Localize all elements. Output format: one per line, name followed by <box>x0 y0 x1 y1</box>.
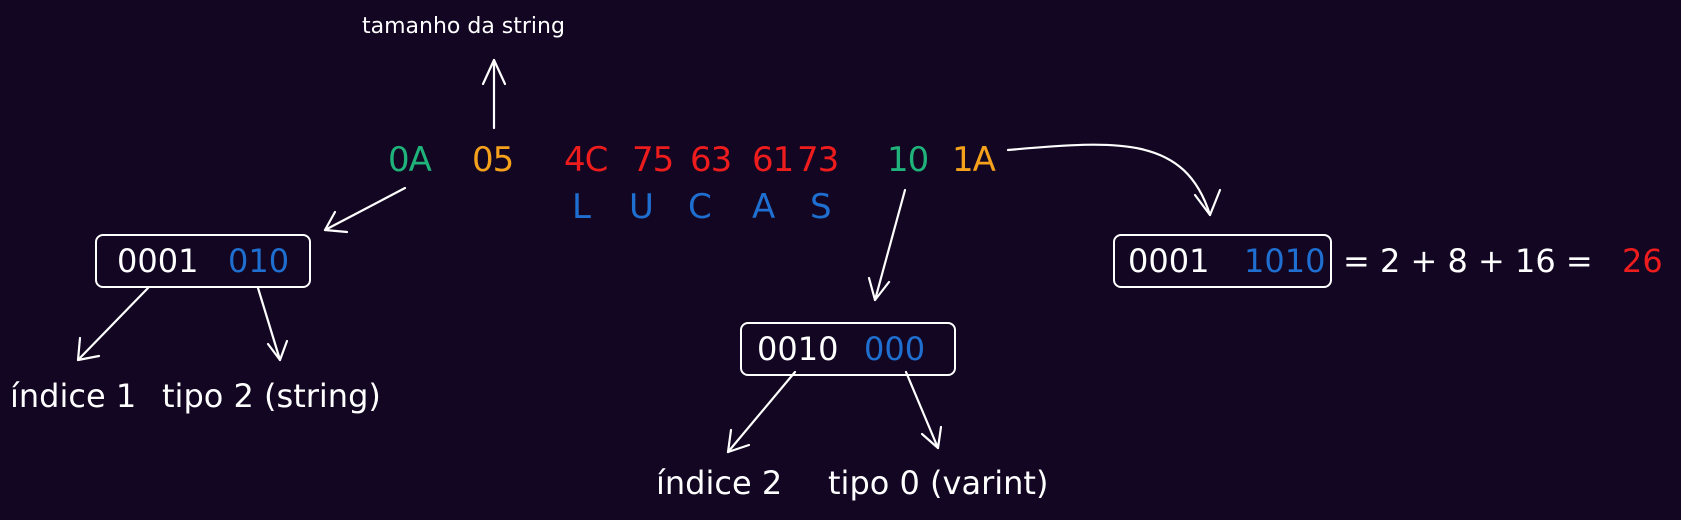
hex-byte: 05 <box>472 140 514 180</box>
type-bits: 010 <box>228 242 290 280</box>
bits-box-length <box>1113 234 1332 288</box>
bits-box-field1 <box>95 234 311 288</box>
length-result: 26 <box>1622 242 1663 280</box>
arrow-0a-to-box1 <box>323 186 407 232</box>
bits-box-field2 <box>740 322 956 376</box>
index-2-label: índice 2 <box>656 464 783 502</box>
hex-byte: 1A <box>952 140 996 180</box>
index-bits: 0001 <box>117 242 199 280</box>
ascii-letter: L <box>572 187 591 227</box>
type-0-label: tipo 0 (varint) <box>828 464 1049 502</box>
arrow-1a-to-box3 <box>1006 143 1212 217</box>
hex-byte: 10 <box>887 140 929 180</box>
length-equation: = 2 + 8 + 16 = <box>1343 242 1593 280</box>
arrow-10-to-box2 <box>873 188 907 302</box>
arrow-box2-to-type <box>904 370 940 450</box>
hex-byte: 0A <box>388 140 432 180</box>
type-bits: 000 <box>864 330 926 368</box>
type-2-label: tipo 2 (string) <box>162 377 381 415</box>
high-bits: 0001 <box>1128 242 1210 280</box>
arrow-box2-to-index <box>726 370 797 454</box>
hex-byte: 4C <box>564 140 608 180</box>
low-bits: 1010 <box>1244 242 1326 280</box>
string-length-label: tamanho da string <box>362 14 565 39</box>
ascii-letter: S <box>810 187 832 227</box>
index-1-label: índice 1 <box>10 377 137 415</box>
hex-byte: 63 <box>690 140 732 180</box>
arrow-box1-to-index <box>76 286 150 362</box>
hex-byte: 73 <box>797 140 839 180</box>
ascii-letter: A <box>752 187 776 227</box>
ascii-letter: U <box>629 187 654 227</box>
index-bits: 0010 <box>757 330 839 368</box>
hex-byte: 75 <box>632 140 674 180</box>
hex-byte: 61 <box>752 140 794 180</box>
arrow-box1-to-type <box>256 286 282 362</box>
ascii-letter: C <box>688 187 712 227</box>
